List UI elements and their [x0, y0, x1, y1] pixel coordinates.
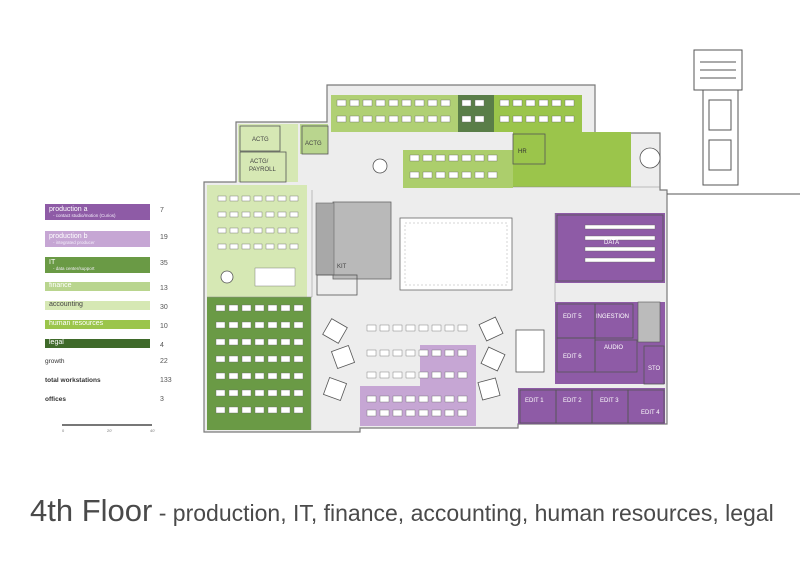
room-actg-2 [301, 125, 329, 155]
legend-item-production-a: production a - contact studio/motion (Cu… [45, 204, 185, 222]
room-kit [316, 274, 358, 296]
legend-item-human-resources: human resources 10 [45, 320, 185, 338]
room-ingestion [594, 303, 634, 339]
label-hr: HR [518, 149, 527, 155]
room-audio [594, 339, 638, 373]
room-actg-payroll [239, 151, 287, 183]
floor-title: 4th Floor [30, 493, 153, 528]
desks-hr-middle [409, 154, 498, 179]
area-finance [300, 124, 328, 154]
label-edit-6: EDIT 6 [563, 354, 582, 360]
area-edit-row [518, 388, 665, 424]
lounge-furniture [220, 147, 661, 402]
label-actg-payroll-1: ACTG/ [250, 159, 269, 165]
legend-count: 30 [160, 304, 168, 311]
label-edit-2: EDIT 2 [563, 398, 582, 404]
workstations [215, 99, 656, 417]
walls [207, 186, 660, 430]
scale-bar: 0 20' 40' [62, 424, 162, 434]
legend-total-label: growth [45, 358, 65, 365]
stair-tower [667, 49, 800, 195]
label-edit-1: EDIT 1 [525, 398, 544, 404]
legend-count: 35 [160, 260, 168, 267]
legend-sublabel: - data center/support [53, 266, 95, 271]
legend-total-count: 3 [160, 396, 164, 403]
label-actg-1: ACTG [252, 137, 269, 143]
legend-item-production-b: production b - integrated producer 19 [45, 231, 185, 249]
legend-swatch [45, 282, 150, 291]
label-edit-3: EDIT 3 [600, 398, 619, 404]
legend-item-finance: finance 13 [45, 282, 185, 300]
legend-label: IT [49, 259, 56, 266]
desks-accounting [217, 195, 299, 287]
legend-total-workstations: total workstations 133 [45, 374, 185, 392]
desks-data-room [584, 224, 656, 263]
legend-total-label: total workstations [45, 377, 101, 384]
legend-count: 19 [160, 234, 168, 241]
legend-swatch [45, 320, 150, 329]
legend-swatch [45, 231, 150, 247]
utility-room [315, 202, 335, 276]
scale-tick-0: 0 [62, 428, 65, 433]
area-hr-office [513, 132, 631, 187]
page-caption: 4th Floor - production, IT, finance, acc… [30, 493, 774, 529]
desks-it [215, 304, 304, 414]
legend-sublabel: - integrated producer [53, 240, 95, 245]
room-hr [512, 133, 546, 165]
stairwell-right [637, 301, 661, 343]
desks-top-row [336, 99, 575, 123]
legend-label: accounting [49, 301, 83, 308]
legend-label: production b [49, 233, 88, 240]
legend-swatch [45, 301, 150, 310]
atrium-inner [404, 222, 508, 286]
scale-line [62, 424, 152, 426]
label-ingestion: INGESTION [596, 314, 629, 320]
legend-item-it: IT - data center/support 35 [45, 257, 185, 275]
legend-label: legal [49, 339, 64, 346]
legend-swatch [45, 204, 150, 220]
label-edit-4: EDIT 4 [641, 410, 660, 416]
scale-tick-40: 40' [150, 428, 156, 433]
label-audio: AUDIO [604, 345, 623, 351]
legend-total-label: offices [45, 396, 66, 403]
legend-total-count: 22 [160, 358, 168, 365]
legend-item-legal: legal 4 [45, 339, 185, 357]
legend-total-count: 133 [160, 377, 172, 384]
legend-count: 4 [160, 342, 164, 349]
area-accounting-top [238, 124, 298, 182]
atrium [399, 217, 513, 291]
room-actg-1 [239, 125, 281, 152]
legend-swatch [45, 257, 150, 273]
legend-total-offices: offices 3 [45, 393, 185, 411]
room-edit-4 [627, 389, 665, 424]
departments-list: - production, IT, finance, accounting, h… [152, 500, 774, 526]
area-production-b [360, 386, 476, 426]
label-actg-2: ACTG [305, 141, 322, 147]
label-sto: STO [648, 366, 661, 372]
legend-label: production a [49, 206, 88, 213]
legend-count: 7 [160, 207, 164, 214]
legend-label: human resources [49, 320, 104, 327]
room-data [556, 214, 664, 282]
legend-label: finance [49, 282, 72, 289]
label-edit-5: EDIT 5 [563, 314, 582, 320]
stair-core [332, 201, 392, 280]
label-data: DATA [604, 240, 619, 246]
label-actg-payroll-2: PAYROLL [249, 167, 276, 173]
desks-center [366, 324, 468, 417]
scale-tick-20: 20' [107, 428, 113, 433]
label-kit: KIT [337, 264, 347, 270]
legend-total-growth: growth 22 [45, 355, 185, 373]
legend-item-accounting: accounting 30 [45, 301, 185, 319]
room-sto [643, 345, 665, 385]
legend-sublabel: - contact studio/motion (Curios) [53, 213, 116, 218]
legend-swatch [45, 339, 150, 348]
legend-count: 13 [160, 285, 168, 292]
legend-count: 10 [160, 323, 168, 330]
